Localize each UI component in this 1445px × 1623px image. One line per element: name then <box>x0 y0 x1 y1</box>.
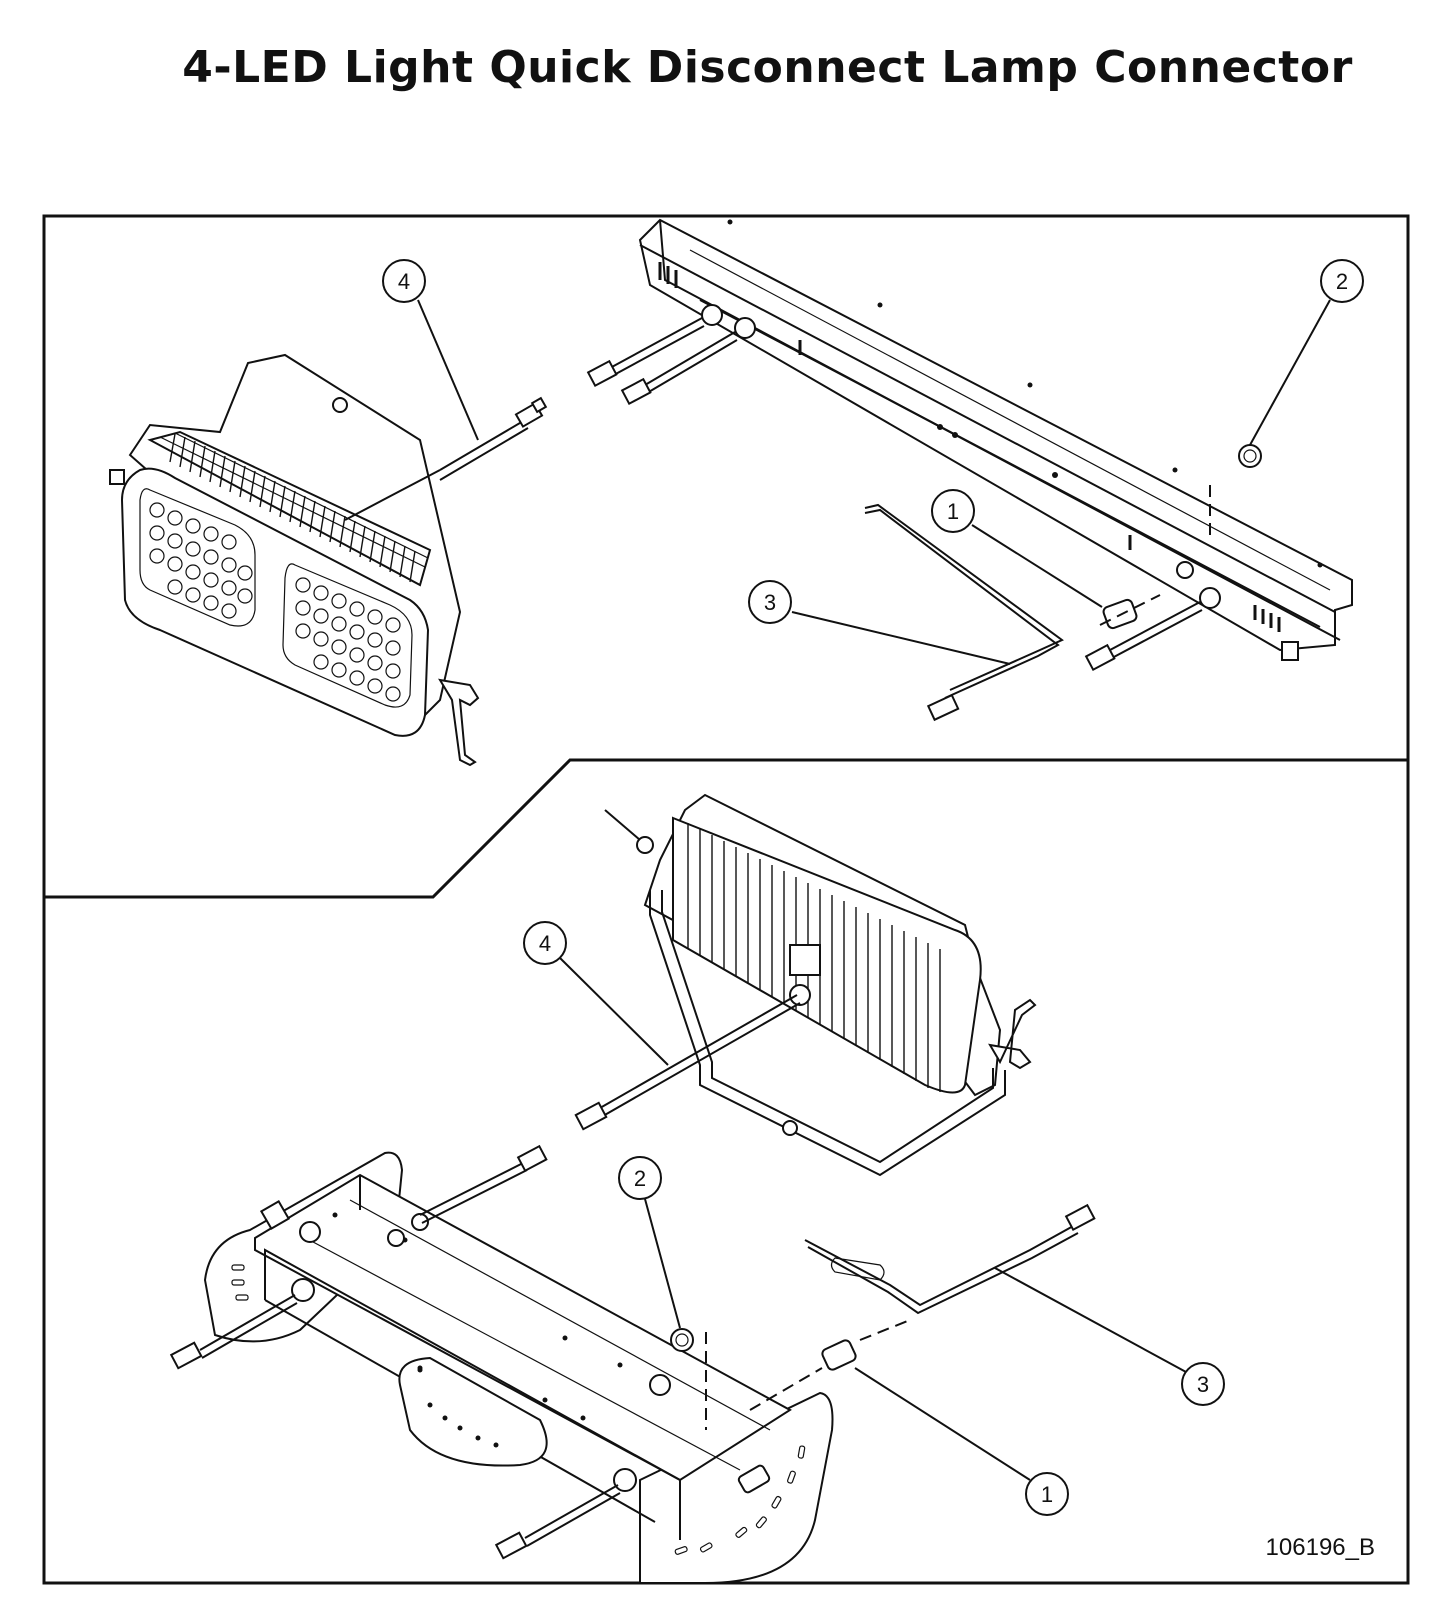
callout-label: 3 <box>1197 1372 1209 1397</box>
view-divider <box>44 758 1408 899</box>
led-lamp-rear <box>604 793 1037 1177</box>
callout-label: 3 <box>764 590 776 615</box>
quick-disconnect-top <box>1099 594 1161 630</box>
harness-top <box>864 503 1064 722</box>
page-title: 4-LED Light Quick Disconnect Lamp Connec… <box>182 42 1353 93</box>
light-bar-top <box>638 218 1353 661</box>
callout-label: 4 <box>398 269 410 294</box>
drawing-number: 106196_B <box>1266 1534 1375 1561</box>
callout-label: 1 <box>947 499 959 524</box>
lamp-cable-bottom <box>574 994 801 1131</box>
callout-label: 2 <box>634 1166 646 1191</box>
bar-cables-bottom <box>169 1144 621 1560</box>
callouts-bottom: 4 2 3 1 <box>523 921 1225 1516</box>
lamp-cable-top <box>344 396 548 521</box>
callout-label: 4 <box>539 931 551 956</box>
harness-bottom <box>804 1203 1096 1315</box>
quick-disconnect-bottom <box>749 1319 911 1411</box>
top-view: 4 2 1 3 <box>109 218 1364 767</box>
bar-cables-top <box>586 317 1203 672</box>
bottom-view: 4 2 3 1 <box>169 793 1225 1584</box>
lock-nut-bottom <box>670 1328 707 1430</box>
callout-label: 2 <box>1336 269 1348 294</box>
light-bar-bottom <box>203 1151 834 1584</box>
callouts-top: 4 2 1 3 <box>382 259 1364 665</box>
callout-label: 1 <box>1041 1482 1053 1507</box>
led-lamp-front <box>109 353 480 767</box>
